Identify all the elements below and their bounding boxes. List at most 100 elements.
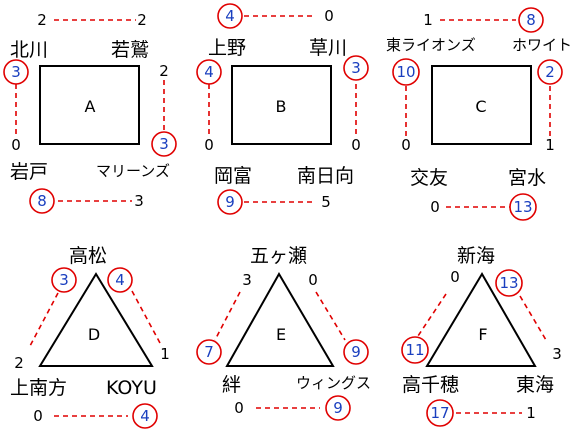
score-a-top-right: 2 xyxy=(137,11,147,29)
score-a-top-left: 2 xyxy=(37,11,47,29)
score-e-top-left: 3 xyxy=(242,271,252,289)
team-b4: 南日向 xyxy=(297,165,354,187)
group-c-label: C xyxy=(475,97,486,116)
dash-d-right xyxy=(131,290,161,344)
group-a: A 北川 若鷲 岩戸 マリーンズ 2 2 3 0 2 3 8 3 xyxy=(3,11,177,214)
winner-ring-e-bottom-right xyxy=(325,395,351,421)
winner-ring-b-right-top xyxy=(343,55,369,81)
score-a-bottom-left: 8 xyxy=(37,192,47,210)
score-b-top-right: 0 xyxy=(324,7,334,25)
score-d-bottom-left: 0 xyxy=(33,407,43,425)
team-a1: 北川 xyxy=(10,39,48,61)
score-a-right-bottom: 3 xyxy=(159,135,169,153)
score-a-left-bottom: 0 xyxy=(11,136,21,154)
winner-ring-c-left-top xyxy=(392,58,420,86)
score-b-bottom-left: 9 xyxy=(225,193,235,211)
score-b-right-bottom: 0 xyxy=(351,136,361,154)
dash-d-left xyxy=(29,292,59,347)
team-c4: 宮水 xyxy=(508,167,546,189)
winner-ring-a-bottom-left xyxy=(29,188,55,214)
team-b2: 草川 xyxy=(309,37,347,59)
team-a2: 若鷲 xyxy=(111,39,149,61)
dash-f-left xyxy=(417,293,447,337)
winner-ring-d-bottom-right xyxy=(132,403,158,429)
dash-e-left xyxy=(214,291,241,341)
score-c-left-bottom: 0 xyxy=(401,136,411,154)
winner-ring-b-top-left xyxy=(217,3,243,29)
score-b-bottom-right: 5 xyxy=(321,193,331,211)
group-a-square xyxy=(39,65,140,145)
score-f-bottom-left: 17 xyxy=(430,404,449,422)
score-e-right: 9 xyxy=(351,343,361,361)
score-c-top-right: 8 xyxy=(526,11,536,29)
winner-ring-e-right xyxy=(343,339,369,365)
group-a-label: A xyxy=(85,97,96,116)
score-b-left-top: 4 xyxy=(204,63,214,81)
score-b-left-bottom: 0 xyxy=(204,136,214,154)
score-e-left: 7 xyxy=(204,343,214,361)
group-e-triangle xyxy=(225,271,335,367)
team-c2: ホワイト xyxy=(512,36,572,54)
team-b3: 岡富 xyxy=(214,165,252,187)
score-a-left-top: 3 xyxy=(11,63,21,81)
score-b-right-top: 3 xyxy=(351,59,361,77)
group-b-label: B xyxy=(276,97,287,116)
team-e2: 絆 xyxy=(222,374,241,396)
team-d1: 高松 xyxy=(69,245,107,267)
score-c-right-bottom: 1 xyxy=(545,136,555,154)
dash-f-right xyxy=(519,295,547,341)
group-f-label: F xyxy=(478,325,487,344)
winner-ring-f-left xyxy=(401,336,429,364)
winner-ring-d-top-left xyxy=(51,267,77,293)
score-d-left: 2 xyxy=(14,354,24,372)
team-a4: マリーンズ xyxy=(96,162,170,180)
winner-ring-a-right-bottom xyxy=(151,131,177,157)
winner-ring-c-bottom-right xyxy=(509,193,537,221)
team-c1: 東ライオンズ xyxy=(386,36,476,54)
group-d: D 高松 上南方 KOYU 3 4 2 1 0 4 xyxy=(10,245,170,429)
team-f2: 高千穂 xyxy=(402,374,459,396)
score-d-top-right: 4 xyxy=(115,271,125,289)
score-e-bottom-left: 0 xyxy=(234,399,244,417)
score-c-left-top: 10 xyxy=(396,63,415,81)
team-e3: ウィングス xyxy=(296,374,371,392)
score-e-bottom-right: 9 xyxy=(333,399,343,417)
group-e-label: E xyxy=(276,325,286,344)
winner-ring-b-bottom-left xyxy=(217,189,243,215)
group-f: F 新海 高千穂 東海 0 13 11 3 17 1 xyxy=(401,245,562,427)
group-d-label: D xyxy=(88,325,100,344)
winner-ring-f-bottom-left xyxy=(426,399,454,427)
winner-ring-d-top-right xyxy=(107,267,133,293)
score-f-top-left: 0 xyxy=(450,268,460,286)
group-e: E 五ヶ瀬 絆 ウィングス 3 0 7 9 0 9 xyxy=(196,245,371,421)
team-f1: 新海 xyxy=(457,245,495,267)
winner-ring-f-top-right xyxy=(495,269,523,297)
score-d-top-left: 3 xyxy=(59,271,69,289)
score-f-top-right: 13 xyxy=(499,274,518,292)
winner-ring-e-left xyxy=(196,339,222,365)
team-f3: 東海 xyxy=(516,374,554,396)
group-f-triangle xyxy=(425,272,537,367)
winner-ring-c-right-top xyxy=(537,59,563,85)
score-f-bottom-right: 1 xyxy=(526,404,536,422)
winner-ring-a-left-top xyxy=(3,59,29,85)
score-a-bottom-right: 3 xyxy=(134,192,144,210)
score-a-right-top: 2 xyxy=(159,62,169,80)
score-c-top-left: 1 xyxy=(423,11,433,29)
dash-e-right xyxy=(315,291,346,341)
team-a3: 岩戸 xyxy=(10,161,48,183)
score-c-right-top: 2 xyxy=(545,63,555,81)
score-d-right: 1 xyxy=(160,345,170,363)
team-c3: 交友 xyxy=(410,167,448,189)
group-d-triangle xyxy=(38,272,154,367)
score-c-bottom-left: 0 xyxy=(430,198,440,216)
winner-ring-c-top-right xyxy=(518,7,544,33)
team-b1: 上野 xyxy=(208,37,246,59)
score-f-left: 11 xyxy=(405,341,424,359)
team-d2: 上南方 xyxy=(10,377,67,399)
score-c-bottom-right: 13 xyxy=(513,198,532,216)
group-c: C 東ライオンズ ホワイト 交友 宮水 1 8 10 0 2 1 0 13 xyxy=(386,7,572,221)
score-d-bottom-right: 4 xyxy=(140,407,150,425)
team-d3: KOYU xyxy=(106,377,157,399)
